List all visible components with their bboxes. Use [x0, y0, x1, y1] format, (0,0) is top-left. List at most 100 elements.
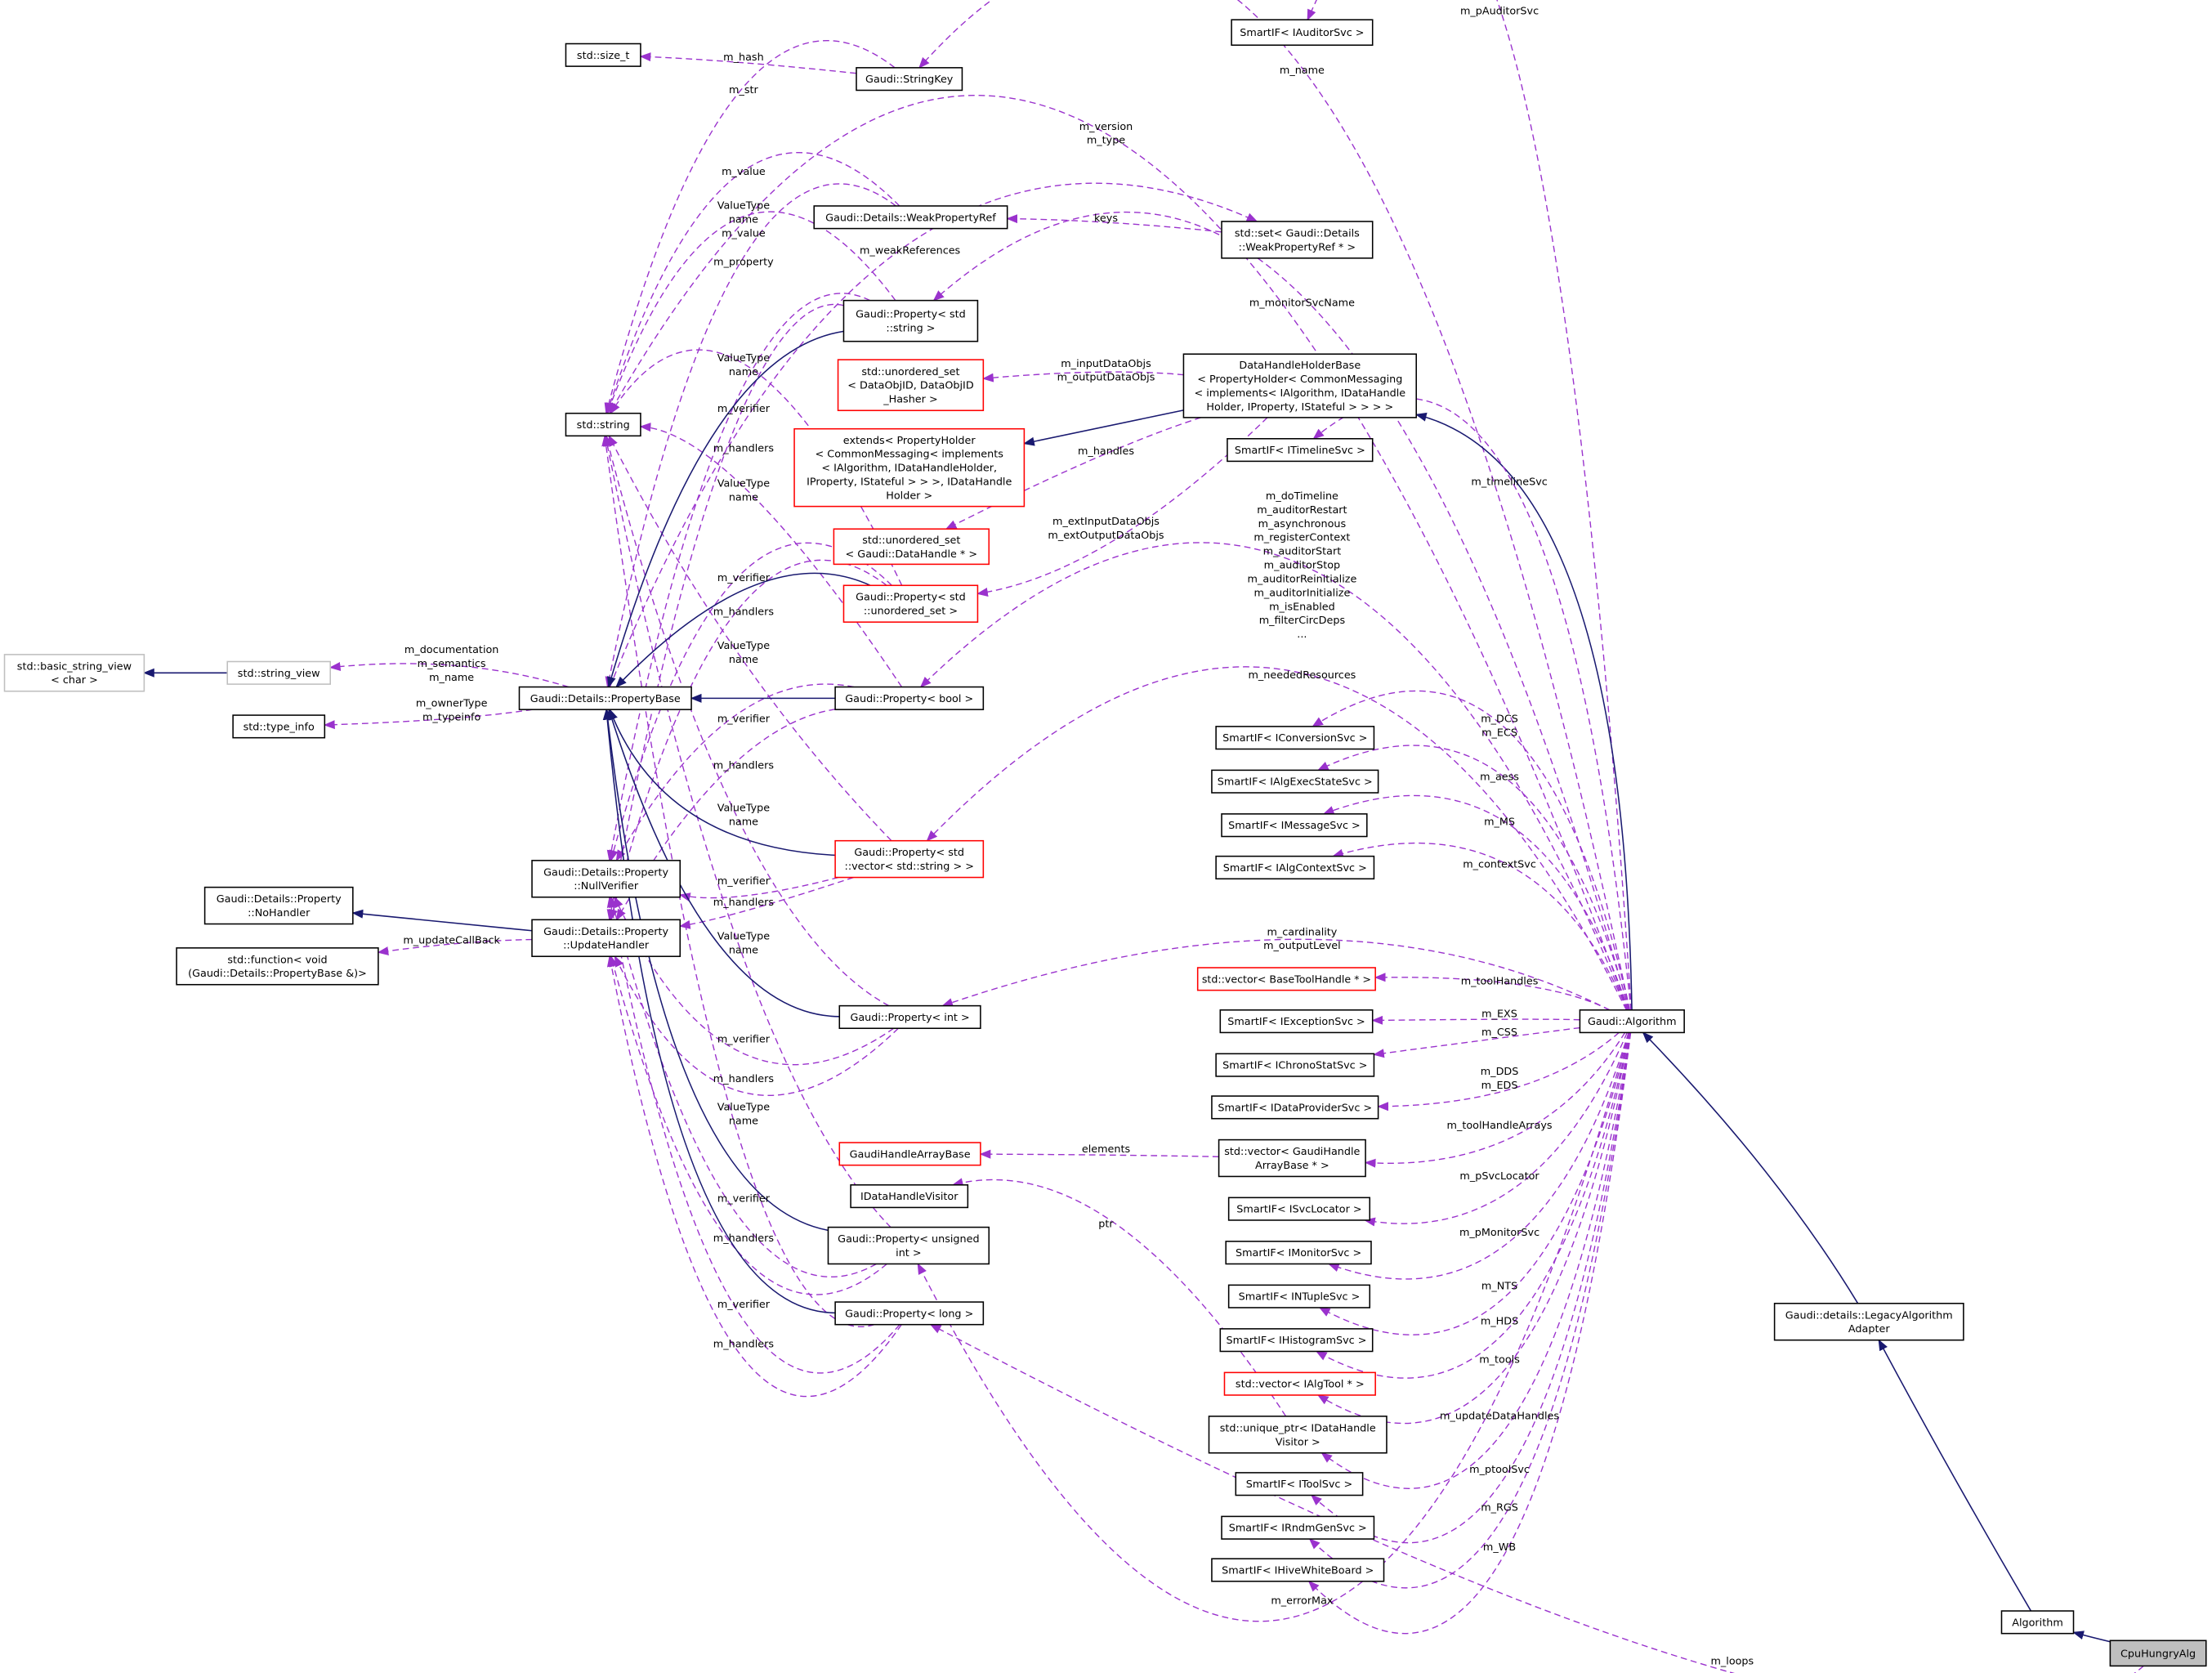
class-node-box[interactable]	[518, 686, 692, 710]
class-node-conv[interactable]: SmartIF< IConversionSvc >	[1215, 726, 1375, 750]
class-node-label[interactable]: std::size_t	[577, 50, 630, 62]
class-node-label[interactable]: IDataHandleVisitor	[860, 1191, 959, 1203]
class-node-nullver[interactable]: Gaudi::Details::Property::NullVerifier	[531, 860, 681, 898]
class-node-label[interactable]: Gaudi::Details::Property	[217, 893, 342, 906]
class-node-label[interactable]: GaudiHandleArrayBase	[850, 1148, 971, 1161]
class-node-label[interactable]: Holder >	[886, 490, 932, 502]
class-node-updhandler[interactable]: Gaudi::Details::Property::UpdateHandler	[531, 919, 681, 957]
class-node-auditor[interactable]: SmartIF< IAuditorSvc >	[1231, 19, 1374, 47]
class-node-label[interactable]: < PropertyHolder< CommonMessaging	[1197, 374, 1402, 386]
class-node-box[interactable]	[2109, 1639, 2207, 1667]
class-node-box[interactable]	[1227, 437, 1374, 463]
class-node-label[interactable]: std::set< Gaudi::Details	[1235, 227, 1360, 239]
class-node-label[interactable]: SmartIF< IToolSvc >	[1246, 1478, 1352, 1491]
class-node-label[interactable]: SmartIF< IMessageSvc >	[1228, 820, 1361, 832]
class-node-label[interactable]: < CommonMessaging< implements	[816, 449, 1004, 461]
class-node-label[interactable]: ::NullVerifier	[574, 880, 639, 892]
class-node-toolsvc[interactable]: SmartIF< IToolSvc >	[1235, 1472, 1364, 1496]
class-node-box[interactable]	[827, 1226, 990, 1265]
class-node-label[interactable]: Visitor >	[1276, 1436, 1320, 1448]
class-node-setweak[interactable]: std::set< Gaudi::Details::WeakPropertyRe…	[1221, 221, 1374, 259]
class-node-stringview[interactable]: std::string_view	[226, 660, 331, 685]
class-node-label[interactable]: Algorithm	[2012, 1617, 2063, 1629]
class-node-label[interactable]: SmartIF< ITimelineSvc >	[1235, 445, 1365, 457]
class-node-label[interactable]: SmartIF< INTupleSvc >	[1239, 1291, 1361, 1304]
class-node-label[interactable]: < char >	[51, 674, 98, 687]
class-node-gharraybase[interactable]: GaudiHandleArrayBase	[838, 1142, 981, 1166]
class-node-label[interactable]: std::vector< IAlgTool * >	[1236, 1379, 1365, 1391]
class-node-ctx[interactable]: SmartIF< IAlgContextSvc >	[1215, 855, 1375, 880]
class-node-box[interactable]	[226, 660, 331, 685]
class-node-label[interactable]: (Gaudi::Details::PropertyBase &)>	[188, 968, 367, 980]
class-node-label[interactable]: int >	[896, 1247, 921, 1259]
class-node-label[interactable]: std::function< void	[227, 954, 327, 966]
class-node-box[interactable]	[1208, 1416, 1388, 1454]
class-node-label[interactable]: SmartIF< ISvcLocator >	[1236, 1204, 1361, 1216]
class-node-label[interactable]: SmartIF< IAlgContextSvc >	[1223, 862, 1367, 875]
class-node-vecgh[interactable]: std::vector< GaudiHandleArrayBase * >	[1218, 1138, 1366, 1178]
class-node-box[interactable]	[565, 42, 641, 67]
class-node-label[interactable]: std::vector< BaseToolHandle * >	[1202, 973, 1371, 986]
class-node-label[interactable]: _Hasher >	[883, 394, 937, 406]
class-node-box[interactable]	[1215, 855, 1375, 880]
class-node-label[interactable]: std::string	[577, 419, 630, 432]
class-node-label[interactable]: SmartIF< IRndmGenSvc >	[1229, 1523, 1367, 1535]
class-node-label[interactable]: std::type_info	[244, 721, 315, 733]
class-node-propvec[interactable]: Gaudi::Property< std::vector< std::strin…	[834, 839, 985, 879]
class-node-box[interactable]	[1196, 967, 1376, 991]
class-node-label[interactable]: std::basic_string_view	[17, 660, 132, 673]
class-node-label[interactable]: SmartIF< IConversionSvc >	[1222, 732, 1367, 745]
class-node-box[interactable]	[793, 427, 1026, 508]
class-node-label[interactable]: ArrayBase * >	[1255, 1160, 1329, 1172]
class-node-unorddataobj[interactable]: std::unordered_set< DataObjID, DataObjID…	[837, 359, 985, 412]
class-node-label[interactable]: std::unique_ptr< IDataHandle	[1220, 1422, 1376, 1434]
class-node-label[interactable]: SmartIF< IChronoStatSvc >	[1222, 1060, 1367, 1072]
class-node-algexec[interactable]: SmartIF< IAlgExecStateSvc >	[1211, 769, 1379, 794]
class-node-label[interactable]: SmartIF< IDataProviderSvc >	[1218, 1102, 1372, 1114]
class-node-box[interactable]	[842, 584, 979, 623]
class-node-label[interactable]: SmartIF< IHistogramSvc >	[1227, 1335, 1367, 1347]
class-node-nohandler[interactable]: Gaudi::Details::Property::NoHandler	[203, 886, 354, 925]
class-node-hive[interactable]: SmartIF< IHiveWhiteBoard >	[1211, 1558, 1385, 1582]
class-node-label[interactable]: ::UpdateHandler	[563, 940, 650, 952]
class-node-label[interactable]: Gaudi::Property< std	[856, 309, 966, 321]
class-node-cpu[interactable]: CpuHungryAlg	[2109, 1639, 2207, 1667]
class-node-box[interactable]	[1223, 1371, 1376, 1396]
class-node-propbool[interactable]: Gaudi::Property< bool >	[834, 686, 985, 710]
class-node-box[interactable]	[1225, 1241, 1372, 1265]
class-node-label[interactable]: Gaudi::Details::Property	[543, 926, 668, 938]
class-node-label[interactable]: Gaudi::Property< std	[854, 847, 964, 859]
class-node-box[interactable]	[565, 412, 641, 437]
class-node-label[interactable]: Holder, IProperty, IStateful > > > >	[1206, 401, 1393, 414]
class-node-label[interactable]: SmartIF< IAlgExecStateSvc >	[1218, 776, 1373, 789]
class-node-box[interactable]	[1219, 1009, 1374, 1034]
class-node-propint[interactable]: Gaudi::Property< int >	[838, 1004, 981, 1030]
class-node-box[interactable]	[1773, 1303, 1964, 1341]
class-node-label[interactable]: DataHandleHolderBase	[1239, 360, 1361, 372]
class-node-propunord[interactable]: Gaudi::Property< std::unordered_set >	[842, 584, 979, 623]
class-node-histo[interactable]: SmartIF< IHistogramSvc >	[1219, 1328, 1374, 1353]
class-node-label[interactable]: Gaudi::Details::WeakPropertyRef	[825, 212, 996, 224]
class-node-box[interactable]	[1221, 1515, 1375, 1540]
class-node-box[interactable]	[834, 839, 985, 879]
class-node-gaudialg[interactable]: Gaudi::Algorithm	[1579, 1009, 1685, 1034]
class-node-box[interactable]	[838, 1142, 981, 1166]
class-node-box[interactable]	[1221, 221, 1374, 259]
class-node-uniq[interactable]: std::unique_ptr< IDataHandleVisitor >	[1208, 1416, 1388, 1454]
class-node-dhhb[interactable]: DataHandleHolderBase < PropertyHolder< Co…	[1182, 353, 1417, 418]
class-node-label[interactable]: < Gaudi::DataHandle * >	[846, 548, 978, 561]
class-node-label[interactable]: Gaudi::Property< std	[856, 592, 966, 604]
class-node-label[interactable]: Gaudi::Property< unsigned	[838, 1233, 979, 1246]
class-node-label[interactable]: Adapter	[1848, 1323, 1890, 1335]
class-node-basicsv[interactable]: std::basic_string_view< char >	[3, 654, 145, 692]
class-node-monitor[interactable]: SmartIF< IMonitorSvc >	[1225, 1241, 1372, 1265]
class-node-typeinfo[interactable]: std::type_info	[232, 714, 326, 739]
class-node-box[interactable]	[1227, 1284, 1371, 1308]
class-node-box[interactable]	[838, 1004, 981, 1030]
class-node-box[interactable]	[837, 359, 985, 412]
class-node-label[interactable]: Gaudi::StringKey	[865, 74, 954, 86]
class-node-label[interactable]: SmartIF< IExceptionSvc >	[1227, 1016, 1365, 1028]
class-node-label[interactable]: < implements< IAlgorithm, IDataHandle	[1194, 387, 1405, 400]
